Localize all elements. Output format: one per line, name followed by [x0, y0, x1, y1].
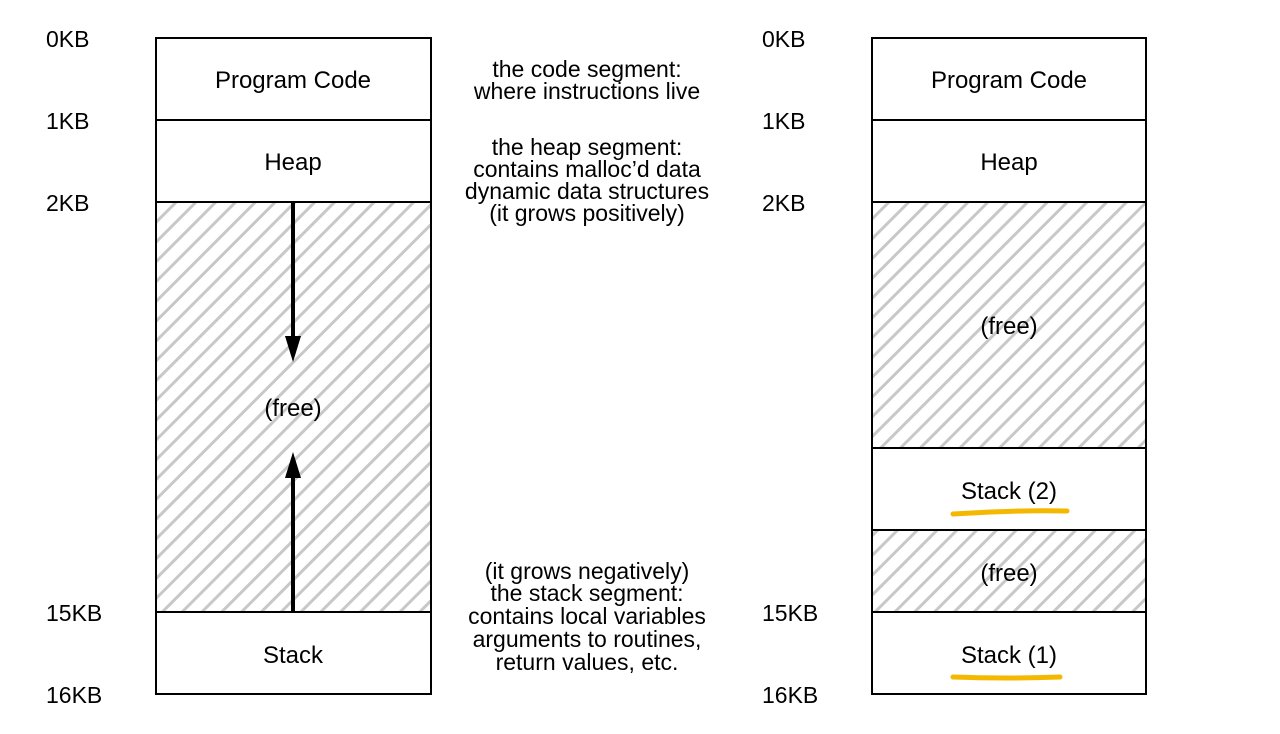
left-address-2kb: 2KB [46, 190, 89, 216]
stack-grows-up-arrow [285, 452, 301, 612]
annotation-line: (it grows negatively) [485, 558, 690, 584]
left-stack-label: Stack [263, 642, 324, 669]
right-free-top-label: (free) [980, 313, 1037, 340]
heap-grows-down-arrow [285, 202, 301, 362]
annotation-line: contains local variables [468, 603, 706, 629]
right-address-0kb: 0KB [762, 26, 805, 52]
annotation-line: the stack segment: [490, 580, 683, 606]
right-program-code-segment [871, 37, 1147, 121]
right-heap-label: Heap [980, 149, 1037, 176]
left-free-label: (free) [264, 395, 321, 422]
right-stack2-label: Stack (2) [961, 478, 1057, 505]
stack-segment-annotation: (it grows negatively) the stack segment:… [468, 558, 706, 675]
right-address-1kb: 1KB [762, 108, 805, 134]
annotation-line: the heap segment: [492, 134, 683, 160]
right-free-bottom-label: (free) [980, 560, 1037, 587]
right-address-16kb: 16KB [762, 682, 818, 708]
annotation-line: dynamic data structures [465, 178, 709, 204]
right-program-code-label: Program Code [931, 67, 1087, 94]
code-segment-annotation: the code segment: where instructions liv… [473, 56, 700, 104]
annotation-line: arguments to routines, [473, 626, 702, 652]
annotation-line: where instructions live [473, 78, 700, 104]
right-free-top-segment [871, 201, 1147, 449]
right-address-2kb: 2KB [762, 190, 805, 216]
stack2-highlight-underline [950, 508, 1070, 517]
left-address-15kb: 15KB [46, 600, 102, 626]
annotation-line: the code segment: [492, 56, 681, 82]
stack1-highlight-underline [950, 674, 1063, 681]
left-address-1kb: 1KB [46, 108, 89, 134]
heap-segment-annotation: the heap segment: contains malloc’d data… [465, 134, 709, 226]
right-heap-segment [871, 119, 1147, 203]
right-address-space: Program Code Heap (free) Stack (2) (free… [762, 26, 1147, 708]
left-program-code-label: Program Code [215, 67, 371, 94]
right-stack2-segment [871, 447, 1147, 531]
right-free-bottom-segment [871, 529, 1147, 613]
right-address-15kb: 15KB [762, 600, 818, 626]
left-address-space: Program Code Heap (free) Stack 0KB 1KB 2… [46, 26, 432, 708]
annotation-line: (it grows positively) [489, 200, 685, 226]
annotation-line: contains malloc’d data [473, 156, 701, 182]
left-heap-label: Heap [264, 149, 321, 176]
left-stack-segment [155, 611, 432, 695]
left-program-code-segment [155, 37, 432, 121]
left-heap-segment [155, 119, 432, 203]
annotation-line: return values, etc. [496, 649, 679, 675]
left-address-16kb: 16KB [46, 682, 102, 708]
right-stack1-label: Stack (1) [961, 642, 1057, 669]
left-address-0kb: 0KB [46, 26, 89, 52]
